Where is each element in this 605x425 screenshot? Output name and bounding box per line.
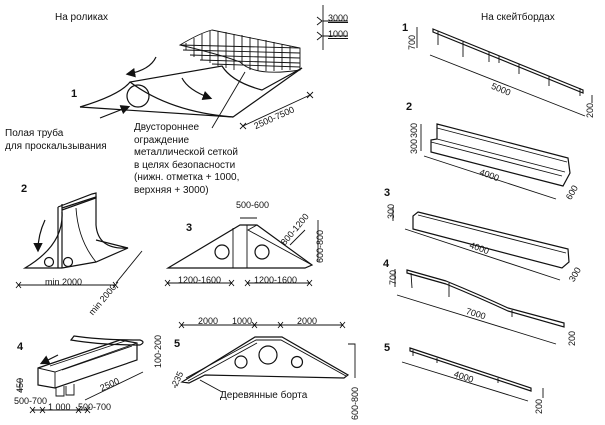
item-number: 2: [406, 101, 413, 113]
mesh-fence: [178, 29, 301, 73]
item-number: 4: [17, 341, 24, 353]
roller-ramp-4: [19, 335, 144, 414]
label-pipe: Полая труба для проскальзывания: [5, 128, 107, 152]
dim-left: 1200-1600: [178, 275, 222, 285]
label-fence: Двустороннее ограждение металлической се…: [134, 122, 240, 196]
item-number: 3: [186, 222, 193, 234]
section-title-skateboards: На скейтбордах: [481, 12, 555, 23]
item-number: 5: [384, 342, 391, 354]
dim-right: 1200-1600: [254, 275, 298, 285]
dim-end: 200: [585, 102, 595, 118]
skate-box-2: [420, 123, 571, 200]
dim-rail: 100-200: [153, 334, 163, 368]
dim-end: 200: [567, 330, 577, 346]
dim-end: 200: [534, 398, 544, 414]
level-lower: 1000: [328, 29, 349, 39]
dim-c: 2000: [297, 316, 318, 326]
dim-height: 700: [388, 269, 398, 285]
item-number: 1: [402, 22, 409, 34]
roller-ramp-3: [164, 217, 319, 287]
dim-h1: 300: [409, 122, 419, 138]
dim-right: 500-700: [78, 402, 112, 412]
skate-rail-1: [416, 27, 593, 117]
dim-left: 500-700: [14, 396, 48, 406]
level-legend: [316, 5, 348, 50]
section-title-rollers: На роликах: [55, 12, 109, 23]
roller-ramp-5: [174, 321, 356, 393]
dim-mid: 1 000: [48, 402, 71, 412]
dim-height: 700: [407, 34, 417, 50]
item-number: 5: [174, 338, 181, 350]
dim-length: min 2000: [45, 277, 83, 287]
level-upper: 3000: [328, 13, 349, 23]
roller-ramp-1: [79, 29, 314, 130]
item-number: 2: [21, 183, 28, 195]
skate-rail-4: [394, 269, 565, 345]
dim-h2: 300: [409, 138, 419, 154]
roller-ramp-2: [15, 192, 143, 289]
dim-height: 450: [15, 377, 25, 393]
dim-a: 2000: [198, 316, 219, 326]
dim-b: 1000: [232, 316, 253, 326]
item-number: 3: [384, 187, 391, 199]
dim-height: 600-800: [350, 386, 360, 420]
label-boards: Деревянные борта: [220, 390, 308, 401]
skate-box-3: [392, 207, 570, 281]
skate-rail-5: [401, 347, 544, 402]
dim-top: 500-600: [236, 200, 270, 210]
item-number: 4: [383, 258, 390, 270]
dim-height: 300: [386, 203, 396, 219]
item-number: 1: [71, 88, 78, 100]
dim-height: 600-800: [315, 229, 325, 263]
